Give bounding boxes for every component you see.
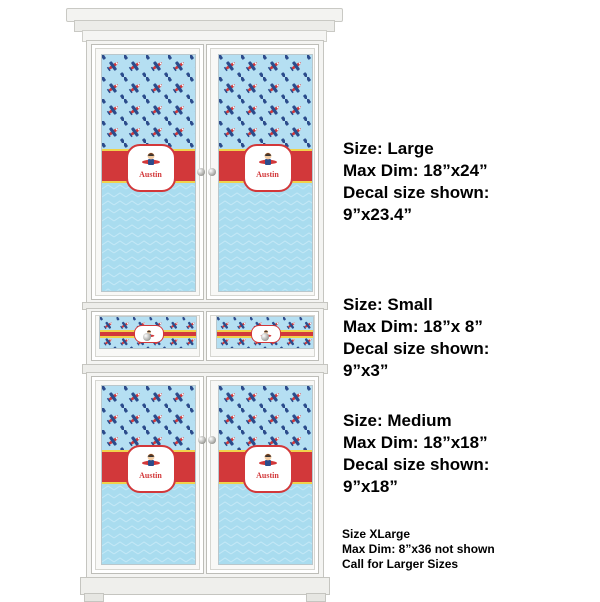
- spec-medium-max-dim: Max Dim: 18”x18”: [343, 433, 488, 452]
- knob-icon: [261, 333, 269, 341]
- spec-large: Size: Large Max Dim: 18”x24” Decal size …: [343, 138, 489, 226]
- knob-icon: [143, 333, 151, 341]
- spec-small-decal-value: 9”x3”: [343, 361, 389, 380]
- airplane-pattern: [102, 386, 195, 451]
- pilot-badge-icon: [141, 453, 160, 467]
- chevron-pattern: [102, 183, 195, 291]
- spec-xlarge-note: Call for Larger Sizes: [342, 557, 459, 571]
- decal-large-left: Austin: [101, 54, 196, 292]
- spec-large-decal-value: 9”x23.4”: [343, 205, 412, 224]
- spec-small-decal-label: Decal size shown:: [343, 339, 490, 358]
- spec-large-size: Size: Large: [343, 139, 434, 158]
- spec-small-size: Size: Small: [343, 295, 433, 314]
- knob-icon: [197, 168, 205, 176]
- spec-large-max-dim: Max Dim: 18”x24”: [343, 161, 488, 180]
- badge-name-text: Austin: [256, 170, 279, 180]
- badge-name-text: Austin: [139, 170, 162, 180]
- spec-medium-decal-value: 9”x18”: [343, 477, 398, 496]
- pilot-badge-icon: [258, 453, 277, 467]
- spec-xlarge-size: Size XLarge: [342, 527, 411, 541]
- knob-icon: [198, 436, 206, 444]
- spec-small: Size: Small Max Dim: 18”x 8” Decal size …: [343, 294, 489, 382]
- spec-large-decal-label: Decal size shown:: [343, 183, 490, 202]
- cabinet-base: [80, 577, 330, 595]
- airplane-pattern: [219, 55, 312, 150]
- decal-medium-right: Austin: [218, 385, 313, 565]
- cabinet-foot-left: [84, 593, 104, 602]
- airplane-pattern: [102, 55, 195, 150]
- name-badge: Austin: [125, 445, 176, 494]
- name-badge: Austin: [125, 144, 176, 193]
- pilot-badge-icon: [141, 152, 160, 166]
- cabinet-foot-right: [306, 593, 326, 602]
- spec-medium-size: Size: Medium: [343, 411, 452, 430]
- decal-large-right: Austin: [218, 54, 313, 292]
- knob-icon: [208, 168, 216, 176]
- name-badge: Austin: [242, 445, 293, 494]
- chevron-pattern: [219, 183, 312, 291]
- spec-medium-decal-label: Decal size shown:: [343, 455, 490, 474]
- spec-xlarge: Size XLarge Max Dim: 8”x36 not shown Cal…: [342, 527, 495, 572]
- chevron-pattern: [219, 484, 312, 564]
- name-badge: Austin: [242, 144, 293, 193]
- airplane-pattern: [219, 386, 312, 451]
- chevron-pattern: [102, 484, 195, 564]
- spec-medium: Size: Medium Max Dim: 18”x18” Decal size…: [343, 410, 489, 498]
- pilot-badge-icon: [258, 152, 277, 166]
- decal-medium-left: Austin: [101, 385, 196, 565]
- spec-small-max-dim: Max Dim: 18”x 8”: [343, 317, 483, 336]
- badge-name-text: Austin: [139, 471, 162, 481]
- badge-name-text: Austin: [256, 471, 279, 481]
- knob-icon: [208, 436, 216, 444]
- spec-xlarge-max-dim: Max Dim: 8”x36 not shown: [342, 542, 495, 556]
